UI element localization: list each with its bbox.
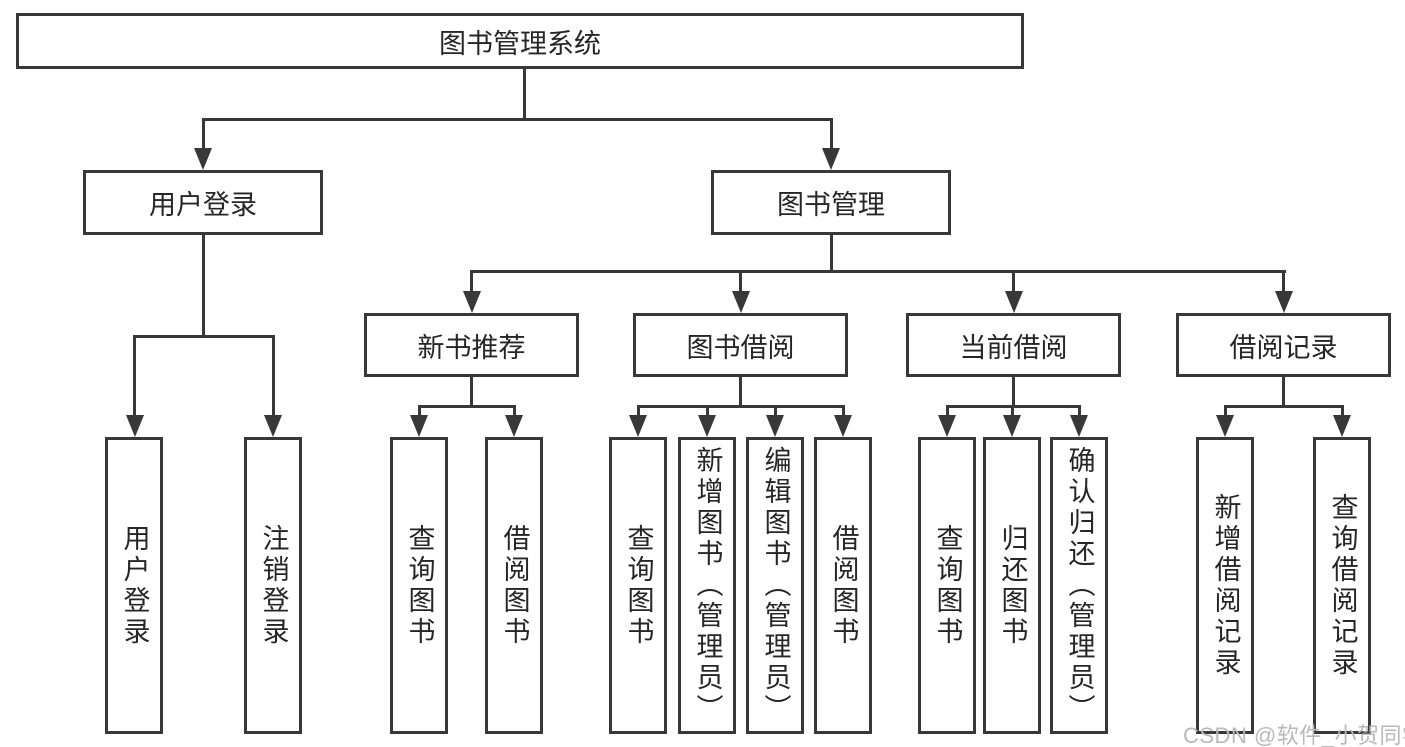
connector-hline [1224, 405, 1344, 408]
connector-stem [706, 405, 709, 419]
connector-vline [830, 235, 833, 273]
arrowhead-down-icon [1333, 415, 1351, 437]
leaf-current-return: 归还图书 [983, 437, 1041, 734]
arrowhead-down-icon [463, 291, 481, 313]
connector-stem [272, 335, 275, 419]
leaf-user-login: 用户登录 [105, 437, 163, 734]
leaf-borrow-book: 借阅图书 [814, 437, 872, 734]
arrowhead-down-icon [1005, 291, 1023, 313]
leaf-borrow-query: 查询图书 [609, 437, 667, 734]
leaf-borrow-edit-admin: 编辑图书（管理员） [746, 437, 804, 734]
connector-vline [470, 377, 473, 408]
node-current-borrow: 当前借阅 [906, 313, 1121, 377]
node-root-label: 图书管理系统 [439, 28, 601, 59]
node-book-mgmt: 图书管理 [711, 170, 951, 235]
connector-hline [202, 118, 833, 121]
connector-hline [418, 405, 516, 408]
arrowhead-down-icon [938, 415, 956, 437]
connector-stem [1078, 405, 1081, 419]
arrowhead-down-icon [698, 415, 716, 437]
connector-stem [637, 405, 640, 419]
connector-hline [637, 405, 845, 408]
connector-stem [842, 405, 845, 419]
arrowhead-down-icon [194, 148, 212, 170]
node-borrow-records-label: 借阅记录 [1229, 332, 1338, 363]
arrowhead-down-icon [834, 415, 852, 437]
connector-vline [523, 69, 526, 121]
arrowhead-down-icon [126, 415, 144, 437]
leaf-logout-label: 注销登录 [258, 523, 289, 648]
arrowhead-down-icon [732, 291, 750, 313]
connector-stem [1282, 270, 1285, 295]
connector-stem [1012, 270, 1015, 295]
connector-stem [1011, 405, 1014, 419]
node-book-borrow-label: 图书借阅 [686, 332, 795, 363]
connector-vline [1282, 377, 1285, 408]
node-book-mgmt-label: 图书管理 [777, 190, 885, 220]
node-new-books-label: 新书推荐 [417, 332, 526, 363]
leaf-current-query-label: 查询图书 [932, 523, 963, 648]
leaf-records-query: 查询借阅记录 [1313, 437, 1371, 734]
leaf-current-confirm-admin-label: 确认归还（管理员） [1064, 446, 1095, 725]
leaf-borrow-add-admin-label: 新增图书（管理员） [692, 446, 723, 725]
node-user-login-label: 用户登录 [149, 190, 257, 220]
arrowhead-down-icon [822, 148, 840, 170]
connector-stem [202, 118, 205, 152]
connector-stem [1224, 405, 1227, 419]
arrowhead-down-icon [410, 415, 428, 437]
connector-stem [739, 270, 742, 295]
connector-stem [470, 270, 473, 295]
node-new-books: 新书推荐 [364, 313, 579, 377]
arrowhead-down-icon [1275, 291, 1293, 313]
node-root: 图书管理系统 [16, 13, 1024, 69]
leaf-user-login-label: 用户登录 [119, 523, 150, 648]
arrowhead-down-icon [505, 415, 523, 437]
arrowhead-down-icon [1070, 415, 1088, 437]
connector-stem [946, 405, 949, 419]
leaf-borrow-book-label: 借阅图书 [828, 523, 859, 648]
connector-stem [418, 405, 421, 419]
node-borrow-records: 借阅记录 [1176, 313, 1391, 377]
node-user-login: 用户登录 [83, 170, 323, 235]
watermark: CSDN @软件_小贺同学 [1183, 723, 1405, 747]
leaf-borrow-add-admin: 新增图书（管理员） [678, 437, 736, 734]
arrowhead-down-icon [264, 415, 282, 437]
connector-stem [830, 118, 833, 152]
arrowhead-down-icon [1216, 415, 1234, 437]
connector-stem [1341, 405, 1344, 419]
leaf-current-return-label: 归还图书 [997, 523, 1028, 648]
connector-hline [470, 270, 1286, 273]
connector-stem [513, 405, 516, 419]
leaf-newbooks-query-label: 查询图书 [404, 523, 435, 648]
node-current-borrow-label: 当前借阅 [959, 332, 1068, 363]
leaf-current-confirm-admin: 确认归还（管理员） [1050, 437, 1108, 734]
connector-vline [1012, 377, 1015, 408]
leaf-records-query-label: 查询借阅记录 [1327, 492, 1358, 679]
connector-vline [202, 235, 205, 338]
leaf-newbooks-borrow: 借阅图书 [485, 437, 543, 734]
leaf-current-query: 查询图书 [918, 437, 976, 734]
leaf-newbooks-borrow-label: 借阅图书 [499, 523, 530, 648]
leaf-records-add: 新增借阅记录 [1196, 437, 1254, 734]
connector-stem [133, 335, 136, 419]
arrowhead-down-icon [766, 415, 784, 437]
arrowhead-down-icon [629, 415, 647, 437]
connector-vline [739, 377, 742, 408]
leaf-borrow-query-label: 查询图书 [623, 523, 654, 648]
arrowhead-down-icon [1003, 415, 1021, 437]
node-book-borrow: 图书借阅 [633, 313, 848, 377]
leaf-borrow-edit-admin-label: 编辑图书（管理员） [760, 446, 791, 725]
leaf-newbooks-query: 查询图书 [390, 437, 448, 734]
connector-stem [774, 405, 777, 419]
leaf-logout: 注销登录 [244, 437, 302, 734]
connector-hline [133, 335, 275, 338]
leaf-records-add-label: 新增借阅记录 [1210, 492, 1241, 679]
